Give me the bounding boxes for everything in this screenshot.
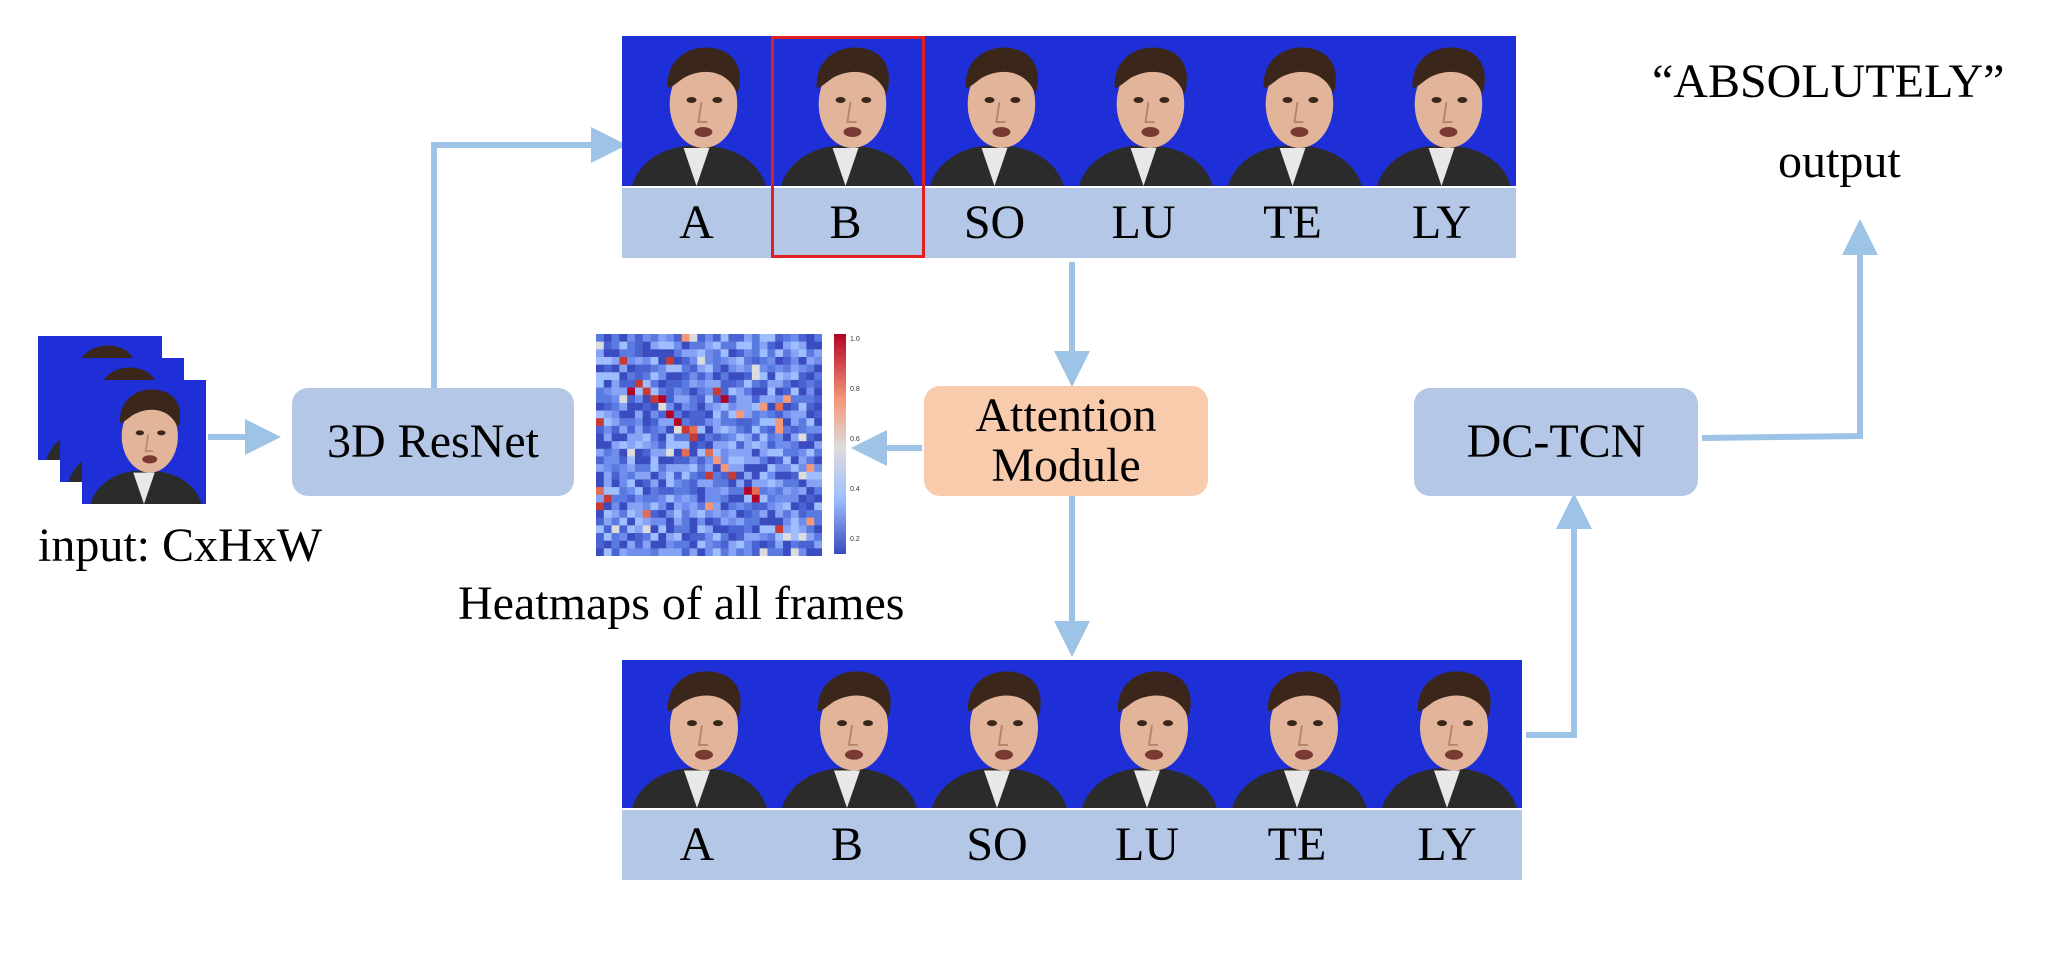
heatmap <box>596 334 823 557</box>
video-frame <box>922 660 1072 808</box>
syllable-label: SO <box>963 196 1026 249</box>
video-frame <box>622 660 772 808</box>
syllable-label: A <box>679 196 714 249</box>
video-frame <box>1072 660 1222 808</box>
syllable-label: TE <box>1267 818 1327 871</box>
attention-module-box: Attention Module <box>924 386 1208 496</box>
dc-tcn-label: DC-TCN <box>1466 414 1646 468</box>
attention-line-2: Module <box>991 439 1141 492</box>
top-frame-strip <box>622 36 1516 186</box>
heatmap-colorbar-ticks: 1.0 0.8 0.6 0.4 0.2 <box>850 334 870 554</box>
top-syllable-bar: A B SO LU TE LY <box>622 188 1516 258</box>
input-frame-stack <box>38 336 208 506</box>
syllable-label: B <box>830 818 863 871</box>
video-frame <box>1069 36 1218 186</box>
arrow-bottom-strip-to-tcn <box>1526 493 1592 738</box>
syllable-label: B <box>829 196 862 249</box>
arrow-resnet-to-top-strip <box>431 127 627 388</box>
syllable-label: TE <box>1263 196 1322 249</box>
video-frame <box>920 36 1069 186</box>
output-label: output <box>1778 135 1901 188</box>
attention-line-1: Attention <box>975 388 1157 442</box>
video-frame <box>1222 660 1372 808</box>
heatmap-colorbar <box>834 334 846 554</box>
bottom-syllable-bar: A B SO LU TE LY <box>622 810 1522 880</box>
video-frame <box>1367 36 1516 186</box>
arrow-tcn-to-output <box>1701 219 1878 441</box>
resnet-label: 3D ResNet <box>327 414 539 468</box>
colorbar-tick: 0.4 <box>850 486 860 493</box>
video-frame <box>1372 660 1522 808</box>
video-frame <box>772 660 922 808</box>
highlighted-frame-box <box>771 36 925 258</box>
colorbar-tick: 0.8 <box>850 386 860 393</box>
colorbar-tick: 0.6 <box>850 436 860 443</box>
syllable-label: LU <box>1111 196 1176 249</box>
bottom-frame-strip <box>622 660 1522 808</box>
resnet-box: 3D ResNet <box>292 388 574 496</box>
syllable-label: SO <box>966 818 1028 871</box>
video-frame <box>1218 36 1367 186</box>
colorbar-tick: 1.0 <box>850 336 860 343</box>
video-frame <box>771 36 920 186</box>
heatmap-grid <box>596 334 823 557</box>
syllable-label: LU <box>1115 818 1179 871</box>
colorbar-tick: 0.2 <box>850 536 860 543</box>
output-word: “ABSOLUTELY” <box>1652 55 2005 108</box>
syllable-label: LY <box>1411 196 1472 249</box>
syllable-label: A <box>679 818 715 871</box>
dc-tcn-box: DC-TCN <box>1414 388 1698 496</box>
video-frame <box>622 36 771 186</box>
input-frame-3 <box>82 380 206 504</box>
heatmap-caption: Heatmaps of all frames <box>458 577 905 630</box>
input-label: input: CxHxW <box>38 519 322 572</box>
syllable-label: LY <box>1417 818 1477 871</box>
